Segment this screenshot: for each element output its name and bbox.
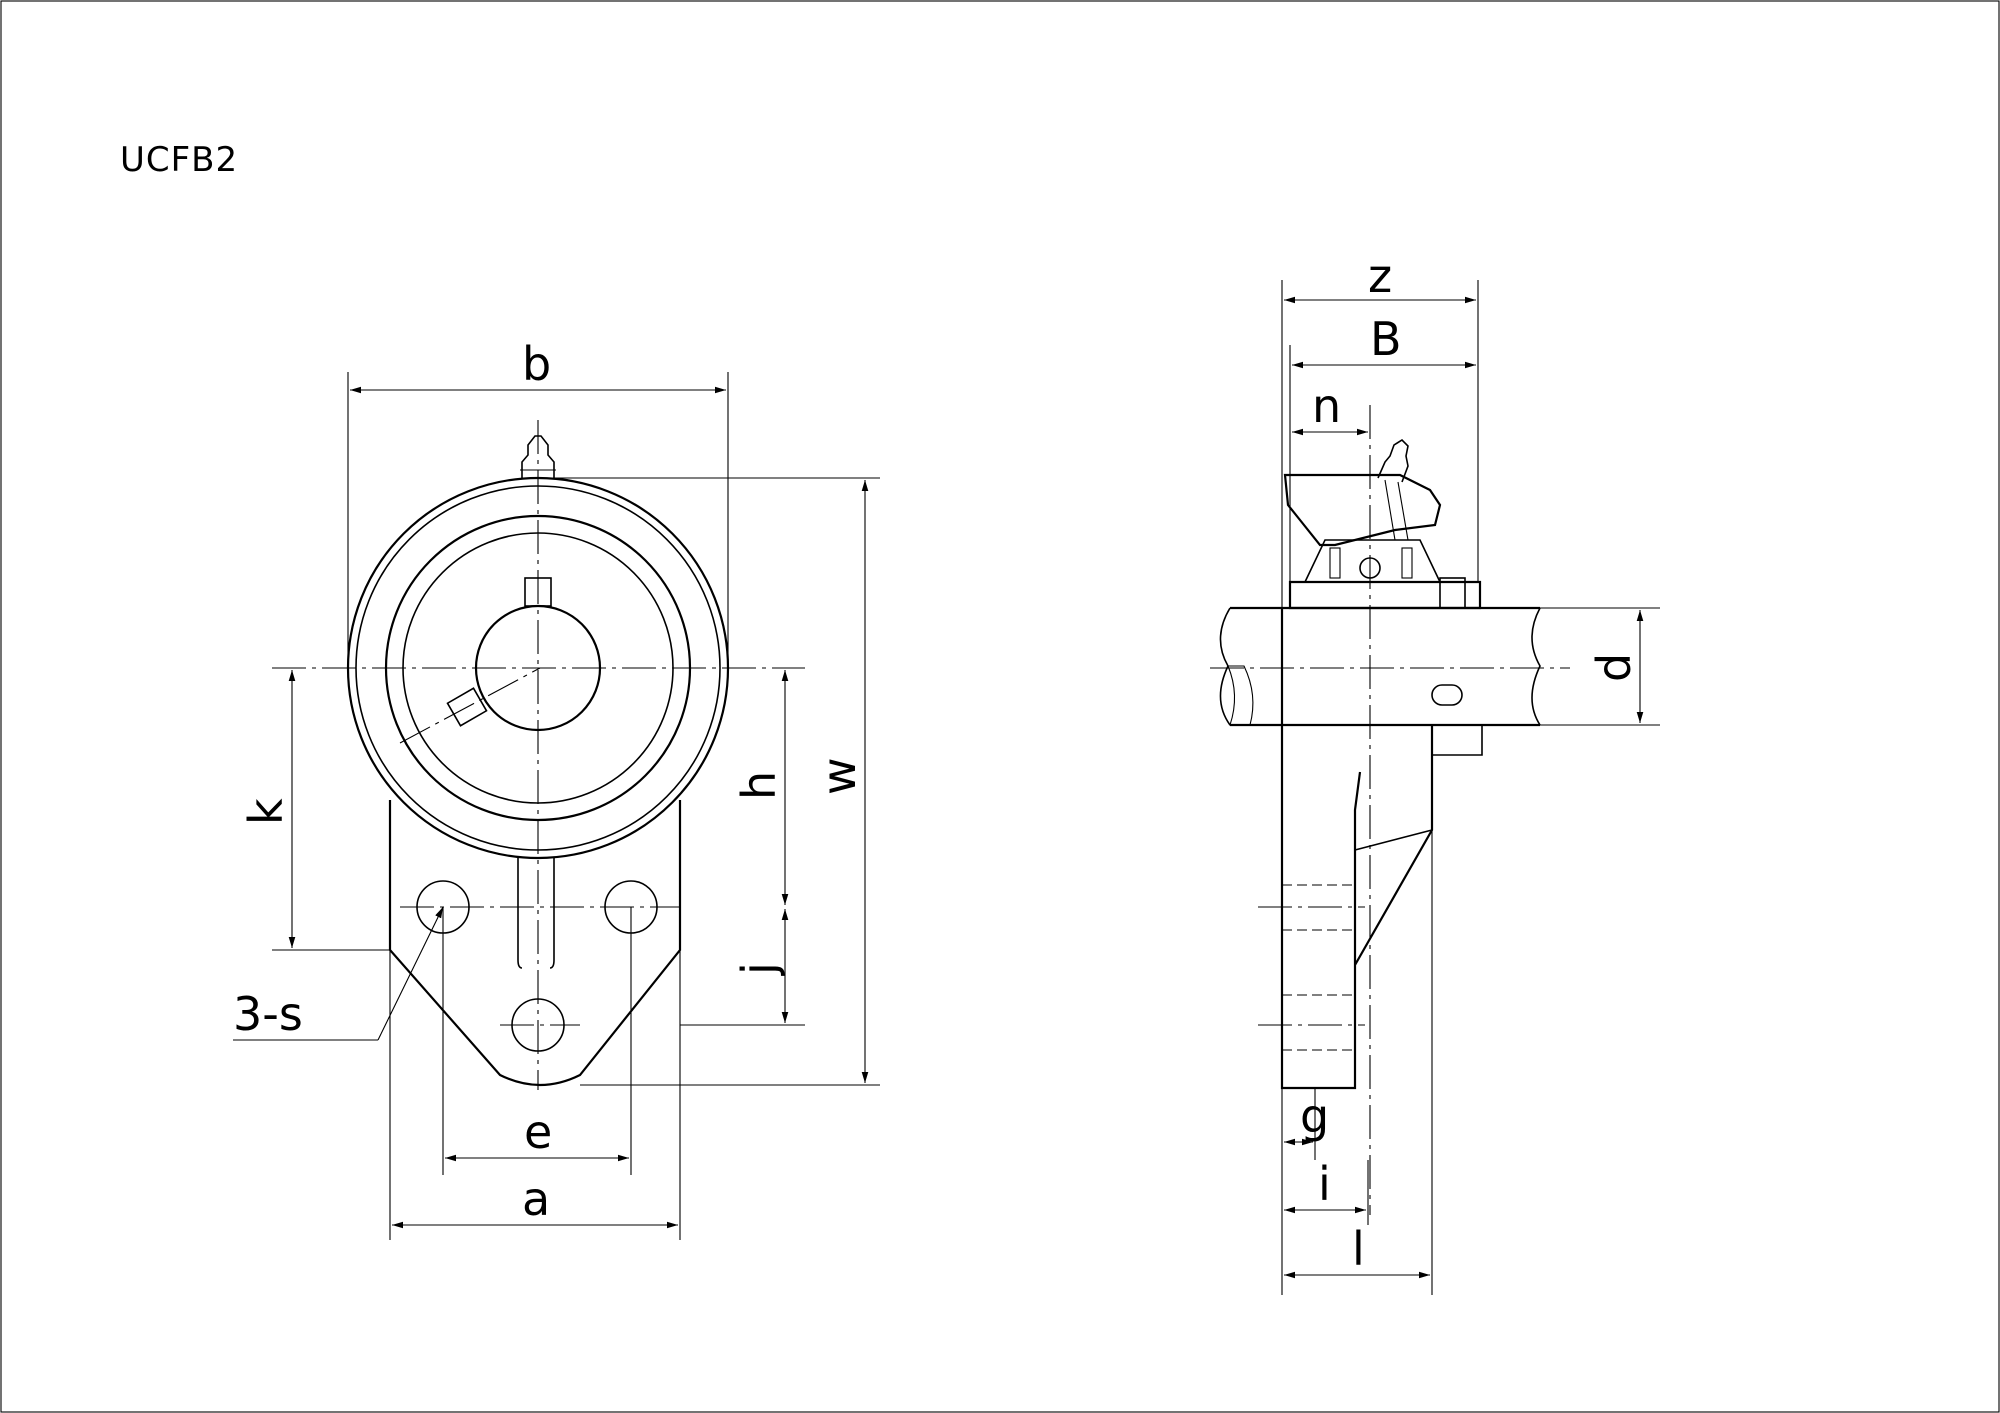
collar-slot bbox=[1431, 684, 1463, 706]
mounting-slot bbox=[517, 858, 555, 969]
leader-arrow-s bbox=[377, 906, 444, 1041]
shaft-outline bbox=[1230, 606, 1540, 727]
shaft-collar bbox=[1432, 724, 1483, 756]
dim-label-s: 3-s bbox=[233, 987, 303, 1041]
grease-nipple-side bbox=[1377, 438, 1409, 483]
side-view: z B n d g i l bbox=[1210, 249, 1660, 1295]
dim-label-k: k bbox=[239, 798, 293, 825]
dim-label-z: z bbox=[1368, 249, 1392, 303]
dim-label-h: h bbox=[732, 771, 786, 800]
bearing-body bbox=[1303, 539, 1442, 583]
shaft-section-left bbox=[1227, 665, 1254, 726]
front-view: b w h j k 3-s e bbox=[233, 337, 880, 1240]
shaft-break-right bbox=[1531, 607, 1541, 726]
dim-label-w: w bbox=[812, 757, 866, 795]
set-screw-side-view bbox=[1439, 577, 1466, 609]
drawing-title: UCFB2 bbox=[120, 140, 239, 180]
set-screw-centerline bbox=[399, 667, 541, 744]
dim-label-b: b bbox=[522, 337, 551, 391]
dim-label-a: a bbox=[522, 1172, 550, 1226]
dim-label-B: B bbox=[1370, 312, 1402, 366]
seal-right bbox=[1401, 547, 1413, 579]
flange-outline bbox=[388, 800, 682, 1087]
dim-label-j: j bbox=[732, 962, 786, 976]
dim-label-e: e bbox=[524, 1105, 552, 1159]
dim-label-d: d bbox=[1587, 653, 1641, 682]
dim-label-n: n bbox=[1312, 379, 1341, 433]
seal-left bbox=[1329, 547, 1341, 579]
flange-side-outline bbox=[1280, 608, 1434, 1090]
dim-label-g: g bbox=[1300, 1089, 1329, 1143]
dim-label-l: l bbox=[1352, 1222, 1365, 1276]
inner-ring-section bbox=[1288, 580, 1482, 610]
dim-label-i: i bbox=[1318, 1157, 1331, 1211]
housing-section-top bbox=[1283, 473, 1442, 547]
